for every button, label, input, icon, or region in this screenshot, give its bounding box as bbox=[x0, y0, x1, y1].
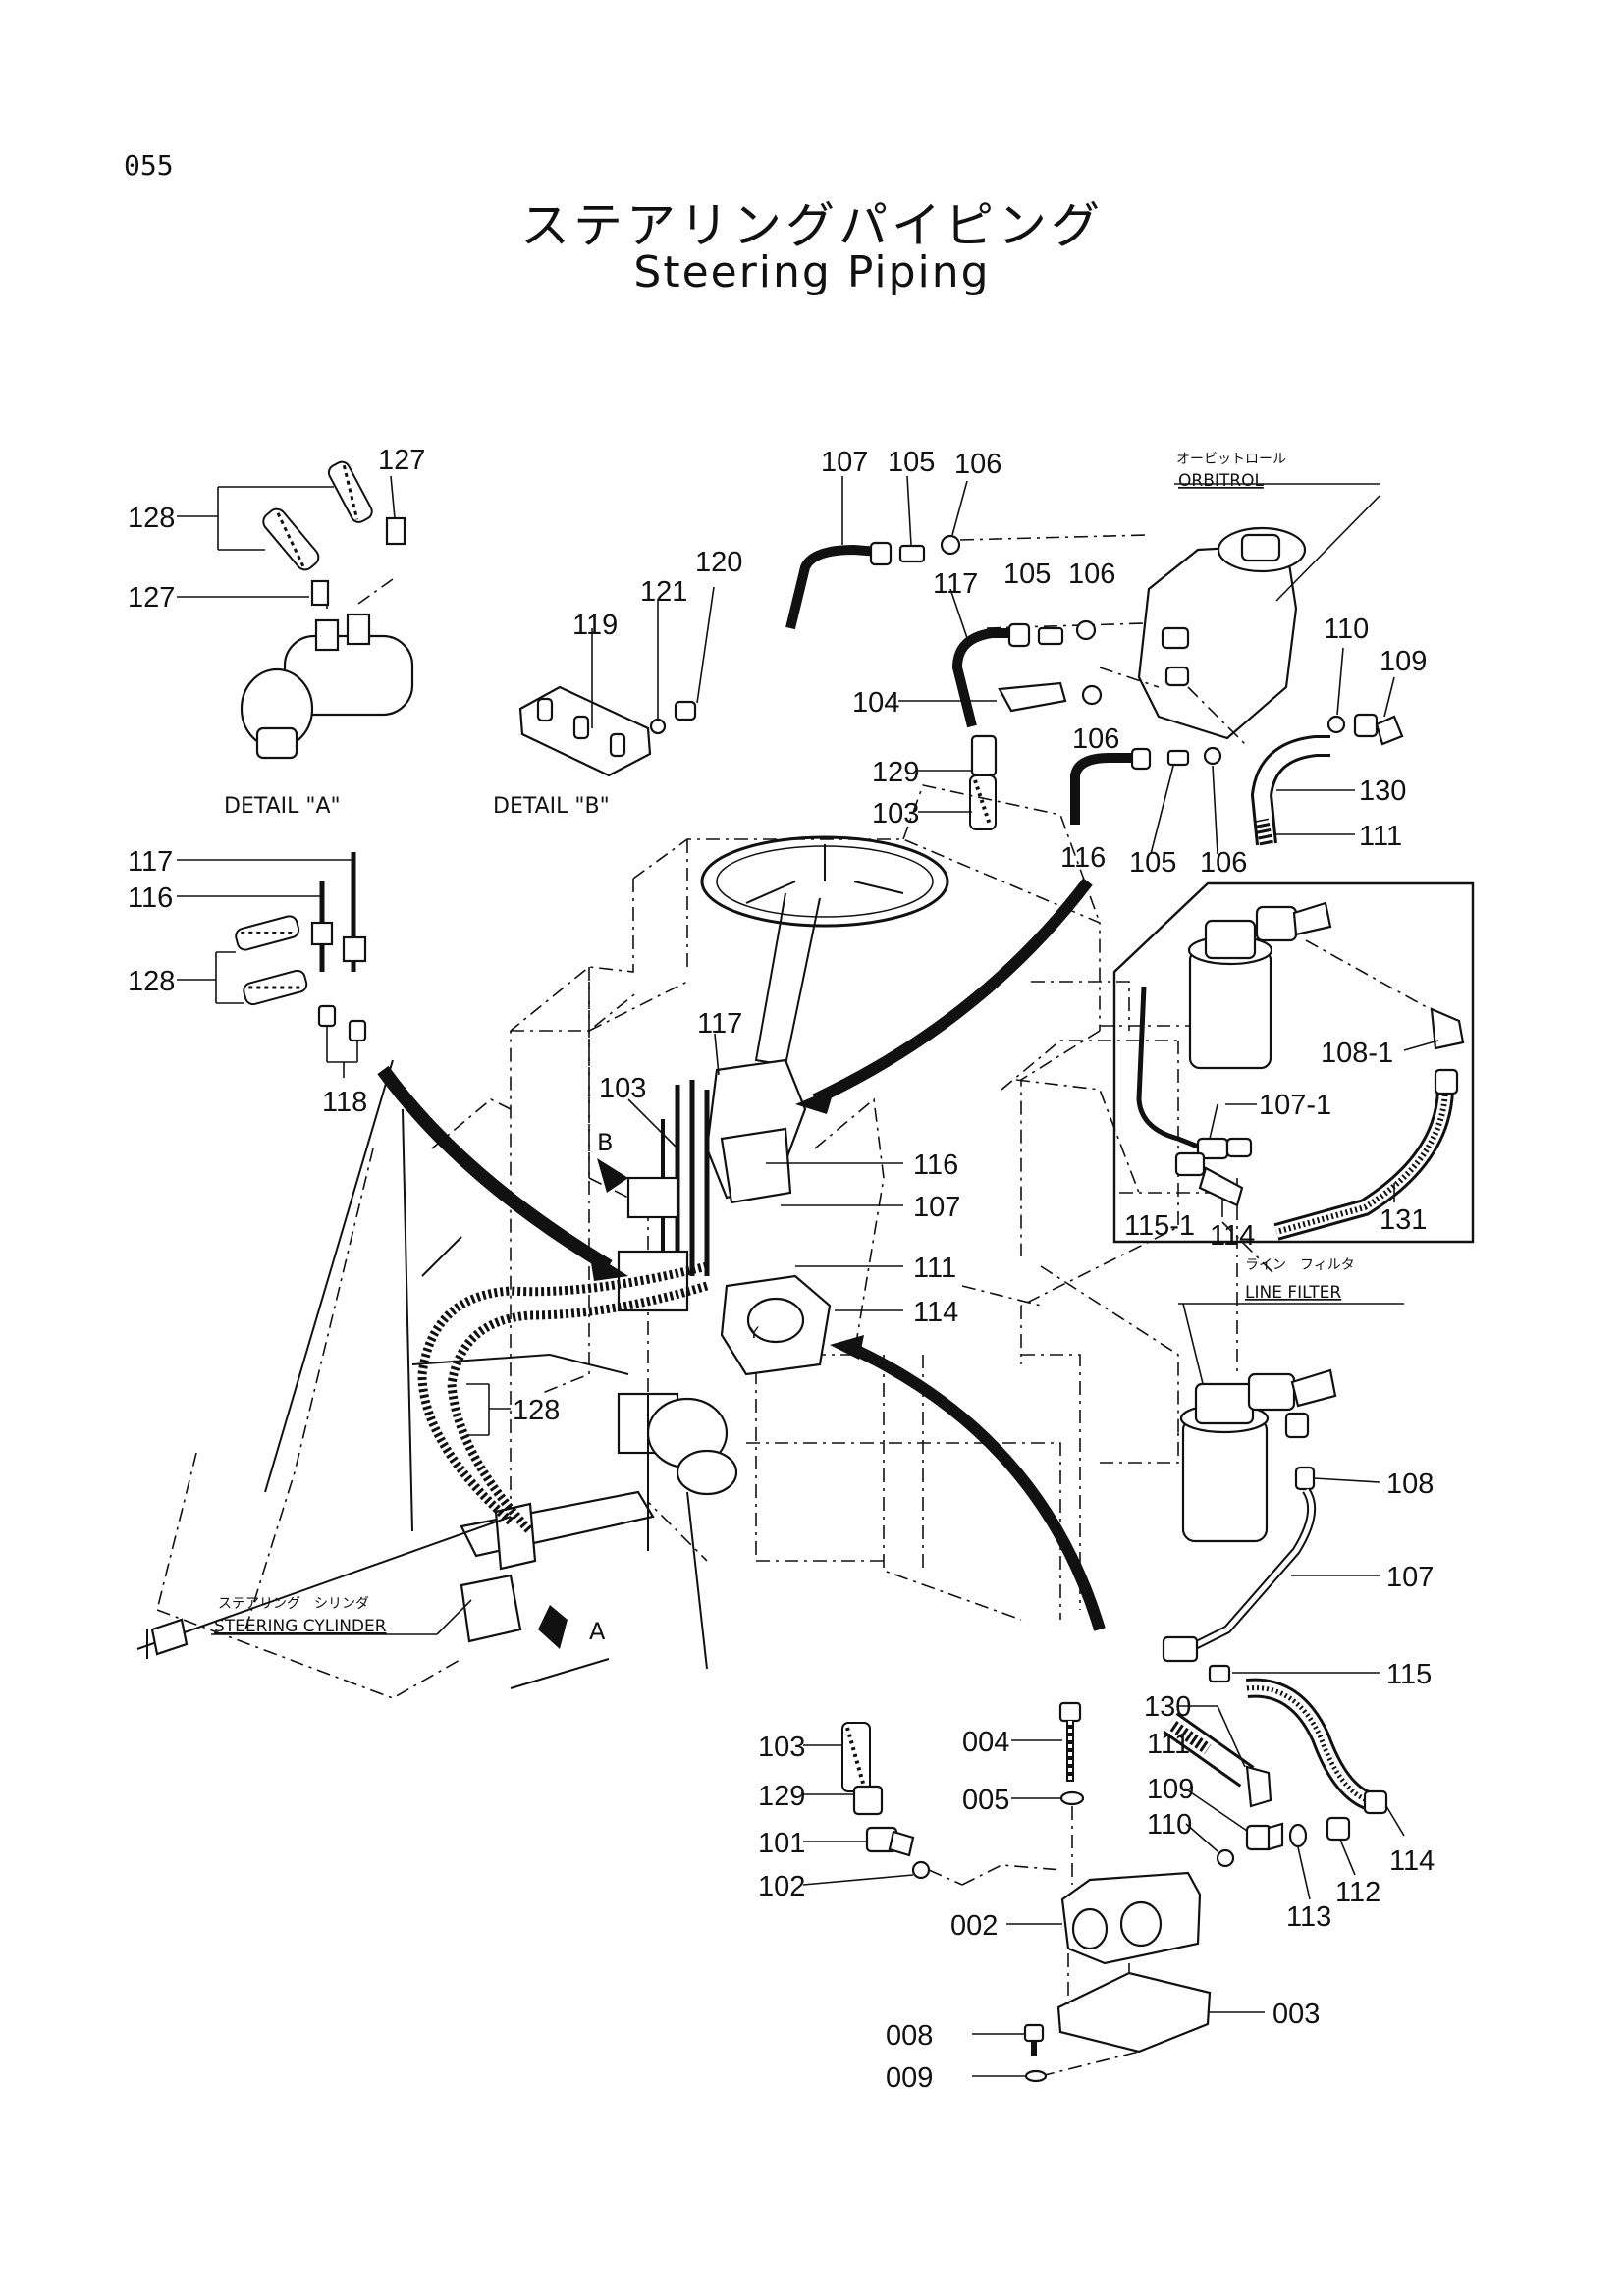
part-label: 109 bbox=[1147, 1774, 1194, 1805]
part-label: 115 bbox=[1386, 1659, 1432, 1690]
caption-detail-a: DETAIL "A" bbox=[224, 794, 341, 819]
left-fittings-drawing bbox=[177, 852, 367, 1078]
part-label: 107 bbox=[913, 1192, 960, 1223]
part-label: 109 bbox=[1380, 646, 1427, 677]
caption-line-filter-jp: ライン フィルタ bbox=[1245, 1257, 1355, 1273]
part-label: 128 bbox=[513, 1395, 560, 1426]
marker-a: A bbox=[589, 1618, 606, 1645]
part-label: 128 bbox=[128, 503, 175, 534]
part-label: 102 bbox=[758, 1871, 805, 1902]
detail-b-drawing bbox=[518, 586, 715, 777]
part-label: 106 bbox=[1072, 723, 1119, 755]
line-filter-detail-box bbox=[1112, 881, 1475, 1244]
part-label: 129 bbox=[758, 1781, 805, 1812]
part-label: 105 bbox=[1003, 559, 1051, 590]
part-label: 112 bbox=[1335, 1877, 1380, 1908]
part-label: 004 bbox=[962, 1727, 1009, 1758]
part-label: 114 bbox=[1389, 1845, 1435, 1877]
part-label: 009 bbox=[886, 2062, 933, 2094]
part-label: 108 bbox=[1386, 1468, 1434, 1500]
part-label: 110 bbox=[1147, 1809, 1192, 1841]
caption-orbitrol: ORBITROL bbox=[1178, 471, 1264, 491]
caption-orbitrol-jp: オービットロール bbox=[1176, 452, 1286, 467]
part-label: 107 bbox=[821, 447, 868, 478]
part-label: 121 bbox=[640, 576, 687, 608]
caption-line-filter: LINE FILTER bbox=[1245, 1283, 1341, 1303]
part-label: 130 bbox=[1144, 1691, 1191, 1723]
part-label: 113 bbox=[1286, 1901, 1331, 1933]
part-label: 005 bbox=[962, 1785, 1009, 1816]
part-label: 003 bbox=[1272, 1999, 1320, 2030]
part-label: 101 bbox=[758, 1828, 805, 1859]
part-label: 128 bbox=[128, 966, 175, 997]
marker-y: Y bbox=[748, 1323, 759, 1342]
part-label: 116 bbox=[1060, 842, 1106, 874]
part-label: 129 bbox=[872, 757, 919, 788]
part-label: 105 bbox=[888, 447, 935, 478]
part-label: 116 bbox=[913, 1149, 958, 1181]
part-label: 127 bbox=[378, 445, 425, 476]
part-label: 117 bbox=[128, 846, 173, 878]
part-label: 117 bbox=[697, 1008, 742, 1040]
page-number: 055 bbox=[124, 149, 174, 182]
machine-body-drawing bbox=[136, 784, 1277, 1699]
part-label: 008 bbox=[886, 2020, 933, 2052]
part-label: 103 bbox=[758, 1732, 805, 1763]
part-label: 108-1 bbox=[1321, 1038, 1393, 1069]
part-label: 117 bbox=[933, 568, 978, 600]
detail-a-drawing bbox=[177, 460, 414, 760]
part-label: 106 bbox=[1200, 847, 1247, 879]
part-label: 111 bbox=[913, 1253, 956, 1284]
caption-steering-cylinder-jp: ステアリング シリンダ bbox=[218, 1596, 369, 1612]
part-label: 130 bbox=[1359, 775, 1406, 807]
part-label: 002 bbox=[950, 1910, 998, 1942]
part-label: 106 bbox=[1068, 559, 1115, 590]
part-label: 103 bbox=[599, 1073, 646, 1104]
part-label: 105 bbox=[1129, 847, 1176, 879]
page-title-japanese: ステアリングパイピング bbox=[520, 197, 1104, 254]
part-label: 119 bbox=[572, 610, 618, 641]
part-label: 107-1 bbox=[1259, 1090, 1331, 1121]
part-label: 114 bbox=[913, 1297, 958, 1328]
part-label: 111 bbox=[1359, 821, 1402, 852]
part-label: 104 bbox=[852, 687, 899, 719]
marker-b: B bbox=[597, 1129, 613, 1156]
part-number-labels: 127 128 127 119 121 120 107 105 106 117 … bbox=[128, 445, 1435, 2094]
part-label: 131 bbox=[1380, 1204, 1427, 1236]
control-valve-drawing bbox=[802, 1701, 1356, 2083]
caption-detail-b: DETAIL "B" bbox=[493, 794, 610, 819]
page-title: Steering Piping bbox=[633, 247, 991, 297]
line-filter-drawing bbox=[1162, 1303, 1405, 1837]
part-label: 118 bbox=[322, 1087, 367, 1118]
part-label: 127 bbox=[128, 582, 175, 614]
part-label: 107 bbox=[1386, 1562, 1434, 1593]
part-label: 114 bbox=[1210, 1220, 1255, 1252]
orbitrol-drawing bbox=[785, 475, 1404, 855]
part-label: 115-1 bbox=[1124, 1210, 1195, 1242]
part-label: 106 bbox=[954, 449, 1001, 480]
part-label: 120 bbox=[695, 547, 742, 578]
part-label: 103 bbox=[872, 798, 919, 829]
part-label: 116 bbox=[128, 882, 173, 914]
caption-steering-cylinder: STEERING CYLINDER bbox=[214, 1617, 387, 1636]
part-label: 110 bbox=[1324, 614, 1369, 645]
part-label: 111 bbox=[1147, 1729, 1190, 1760]
captions: DETAIL "A" DETAIL "B" オービットロール ORBITROL … bbox=[214, 452, 1355, 1645]
